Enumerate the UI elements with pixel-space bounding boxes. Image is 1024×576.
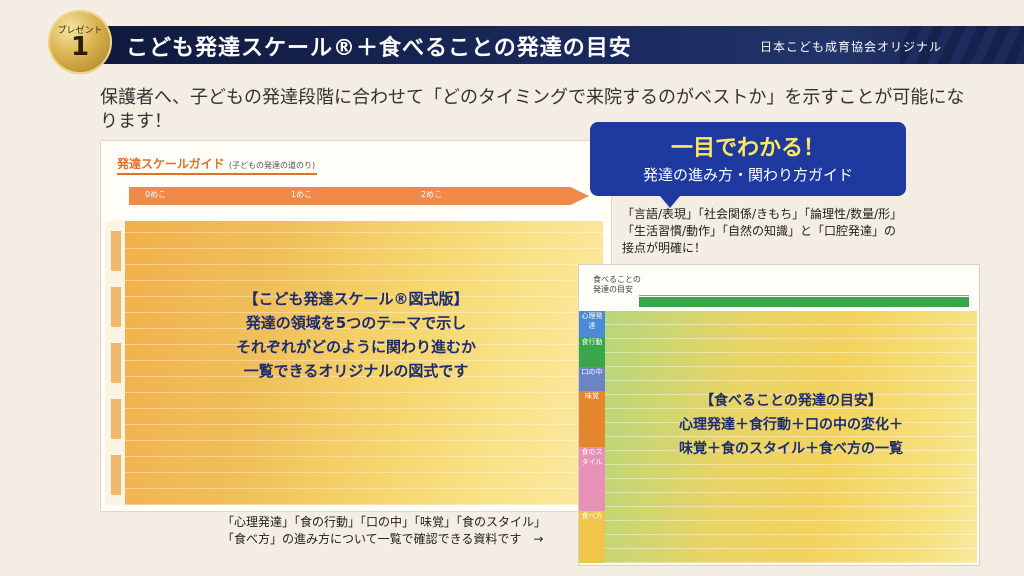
eating-development-document: 食べることの 発達の目安 心理発達 食行動 口の中 味覚 食のスタイル 食べ方 …: [578, 264, 980, 566]
callout-subheading: 発達の進み方・関わり方ガイド: [642, 166, 853, 184]
category-label: 心理発達: [579, 311, 605, 337]
category-label: 味覚: [579, 391, 605, 447]
development-scale-document: 発達スケールガイド (子どもの発達の道のり) 0めこ 1めこ 2めこ 【こども発…: [100, 140, 612, 512]
document-subtitle: (子どもの発達の道のり): [228, 161, 316, 170]
document-title-line: 食べることの: [593, 275, 641, 284]
theme-marker: [111, 399, 121, 439]
intro-text: 保護者へ、子どもの発達段階に合わせて「どのタイミングで来院するのがベストか」を示…: [100, 87, 965, 132]
document-title-text: 発達スケールガイド: [117, 157, 225, 171]
theme-marker: [111, 455, 121, 495]
header-title-band: [100, 26, 1024, 64]
overlay-line: 発達の領域を5つのテーマで示し: [245, 314, 467, 332]
category-label: 食行動: [579, 337, 605, 367]
theme-marker: [111, 343, 121, 383]
note-line: 「言語/表現」「社会関係/きもち」「論理性/数量/形」: [622, 207, 903, 221]
development-chart-grid: [125, 221, 603, 505]
highlight-callout: 一目でわかる！ 発達の進み方・関わり方ガイド: [590, 122, 906, 208]
overlay-line: 一覧できるオリジナルの図式です: [243, 362, 469, 380]
eating-chart-grid: [605, 311, 977, 563]
theme-column: [105, 221, 125, 505]
overlay-line: それぞれがどのように関わり進むか: [235, 338, 476, 356]
header-decoration: [900, 26, 1024, 64]
page-title: こども発達スケール®＋食べることの発達の目安: [126, 36, 632, 61]
document-title-line: 発達の目安: [593, 285, 633, 294]
document-title: 発達スケールガイド (子どもの発達の道のり): [117, 155, 315, 172]
note-line: 接点が明確に！: [622, 241, 707, 255]
organization-label: 日本こども成育協会オリジナル: [760, 40, 943, 54]
theme-marker: [111, 231, 121, 271]
timeline-band: [639, 297, 969, 307]
scale-overlay-caption: 【こども発達スケール®図式版】 発達の領域を5つのテーマで示し それぞれがどのよ…: [101, 287, 611, 383]
age-stage-arrow: [129, 187, 589, 205]
present-badge-label: プレゼント: [57, 26, 103, 36]
category-label: 口の中: [579, 367, 605, 391]
document-title: 食べることの 発達の目安: [593, 275, 641, 295]
stage-label: 2めこ: [421, 190, 443, 199]
overlay-line: 【こども発達スケール®図式版】: [243, 290, 469, 308]
stage-label: 1めこ: [291, 190, 313, 199]
present-badge: プレゼント 1: [48, 10, 112, 74]
note-line: 「心理発達」「食の行動」「口の中」「味覚」「食のスタイル」: [222, 515, 547, 529]
callout-heading: 一目でわかる！: [670, 136, 825, 161]
note-line: 「生活習慣/動作」「自然の知識」と「口腔発達」の: [622, 224, 897, 238]
note-line: 「食べ方」の進み方について一覧で確認できる資料です →: [222, 532, 544, 546]
eating-overlay-caption: 【食べることの発達の目安】 心理発達＋食行動＋口の中の変化＋ 味覚＋食のスタイル…: [605, 389, 977, 461]
stage-label: 0めこ: [145, 190, 167, 199]
connection-note: 「言語/表現」「社会関係/きもち」「論理性/数量/形」 「生活習慣/動作」「自然…: [622, 206, 1002, 257]
overlay-line: 味覚＋食のスタイル＋食べ方の一覧: [679, 441, 903, 457]
timeline-axis: [639, 295, 969, 296]
document-note: 「心理発達」「食の行動」「口の中」「味覚」「食のスタイル」 「食べ方」の進み方に…: [222, 514, 582, 548]
present-badge-number: 1: [70, 32, 90, 62]
title-underline: [117, 173, 317, 175]
category-label: 食べ方: [579, 511, 605, 563]
overlay-line: 【食べることの発達の目安】: [700, 393, 882, 409]
category-label: 食のスタイル: [579, 447, 605, 511]
overlay-line: 心理発達＋食行動＋口の中の変化＋: [679, 417, 903, 433]
page-header: こども発達スケール®＋食べることの発達の目安 日本こども成育協会オリジナル プレ…: [0, 0, 1024, 76]
theme-marker: [111, 287, 121, 327]
